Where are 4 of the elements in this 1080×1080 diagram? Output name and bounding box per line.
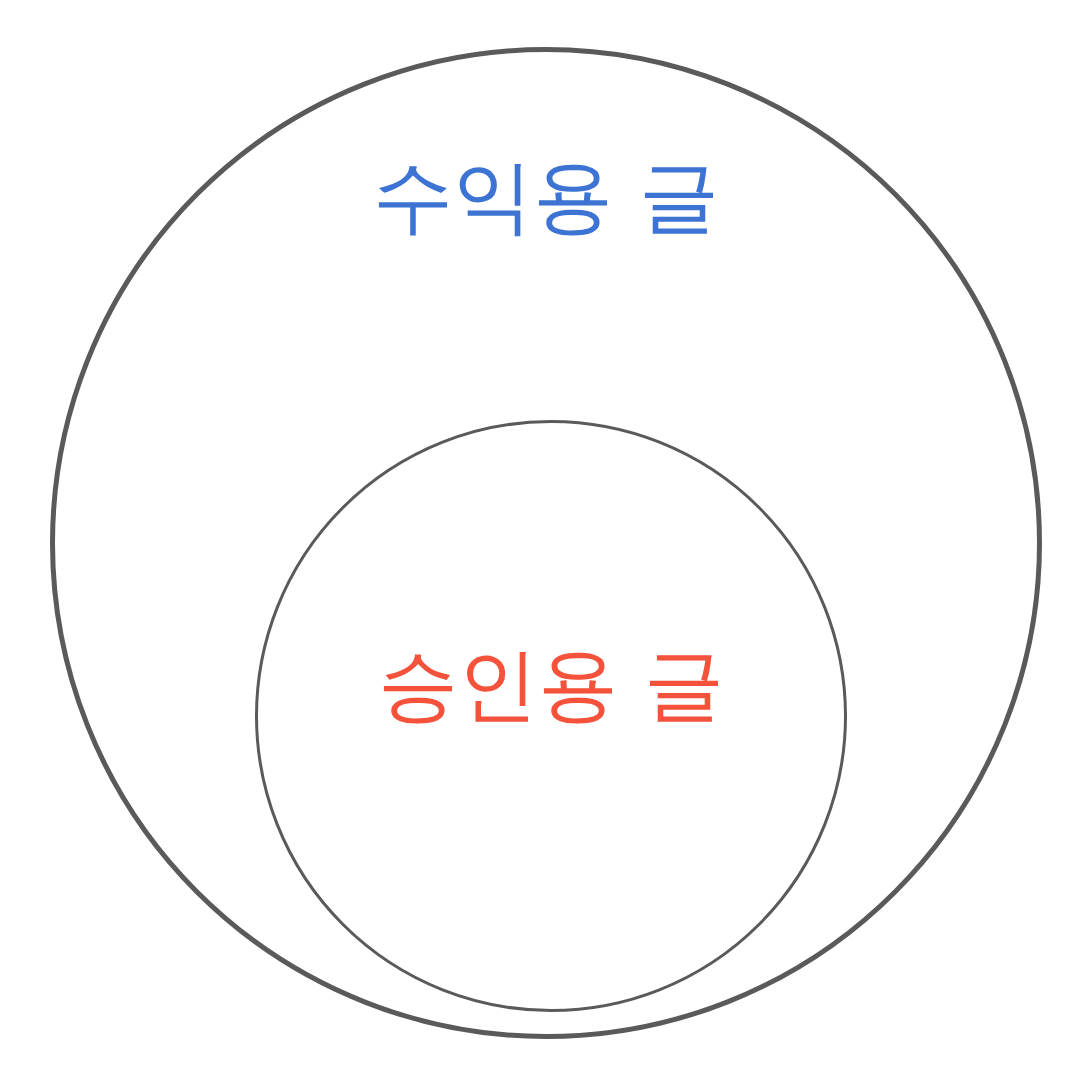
outer-set-circle (50, 47, 1042, 1039)
set-label: 수익용 글 (373, 157, 719, 237)
inner-set-circle (255, 420, 847, 1012)
set-label: 승인용 글 (378, 645, 724, 725)
